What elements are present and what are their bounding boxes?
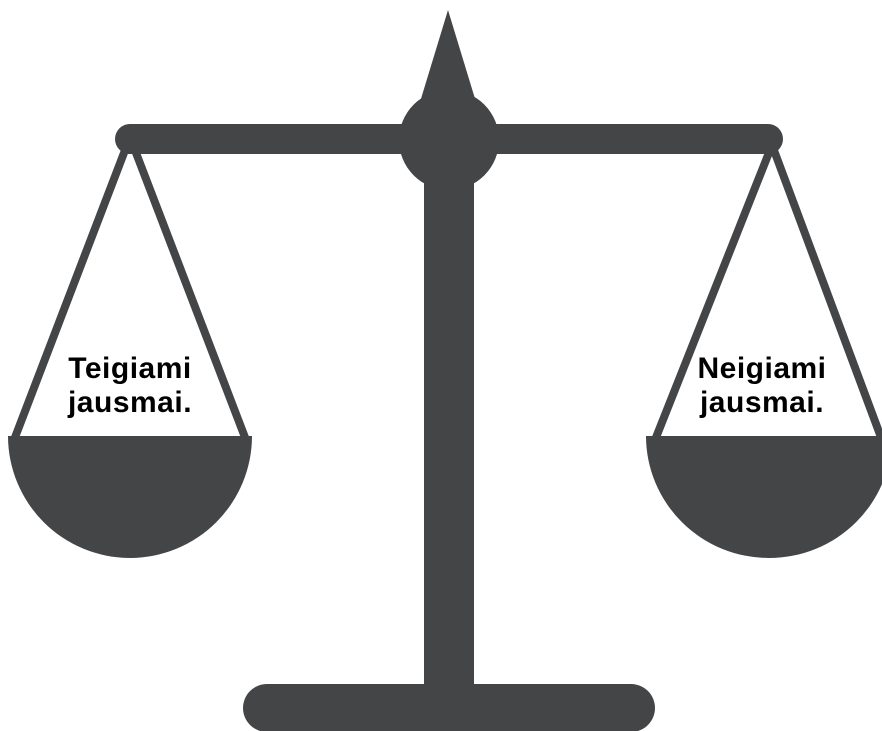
left-pan-bowl bbox=[8, 436, 252, 558]
scale-pillar bbox=[424, 140, 474, 700]
scale-spike bbox=[420, 10, 476, 102]
right-pan-label-line2: jausmai. bbox=[672, 386, 852, 420]
scale-pivot bbox=[399, 90, 499, 190]
left-pan-label-line2: jausmai. bbox=[40, 386, 220, 420]
right-pan-bowl bbox=[646, 436, 882, 558]
left-pan-label: Teigiami jausmai. bbox=[40, 352, 220, 420]
right-pan-label-line1: Neigiami bbox=[672, 352, 852, 386]
left-pan-label-line1: Teigiami bbox=[40, 352, 220, 386]
right-pan-label: Neigiami jausmai. bbox=[672, 352, 852, 420]
